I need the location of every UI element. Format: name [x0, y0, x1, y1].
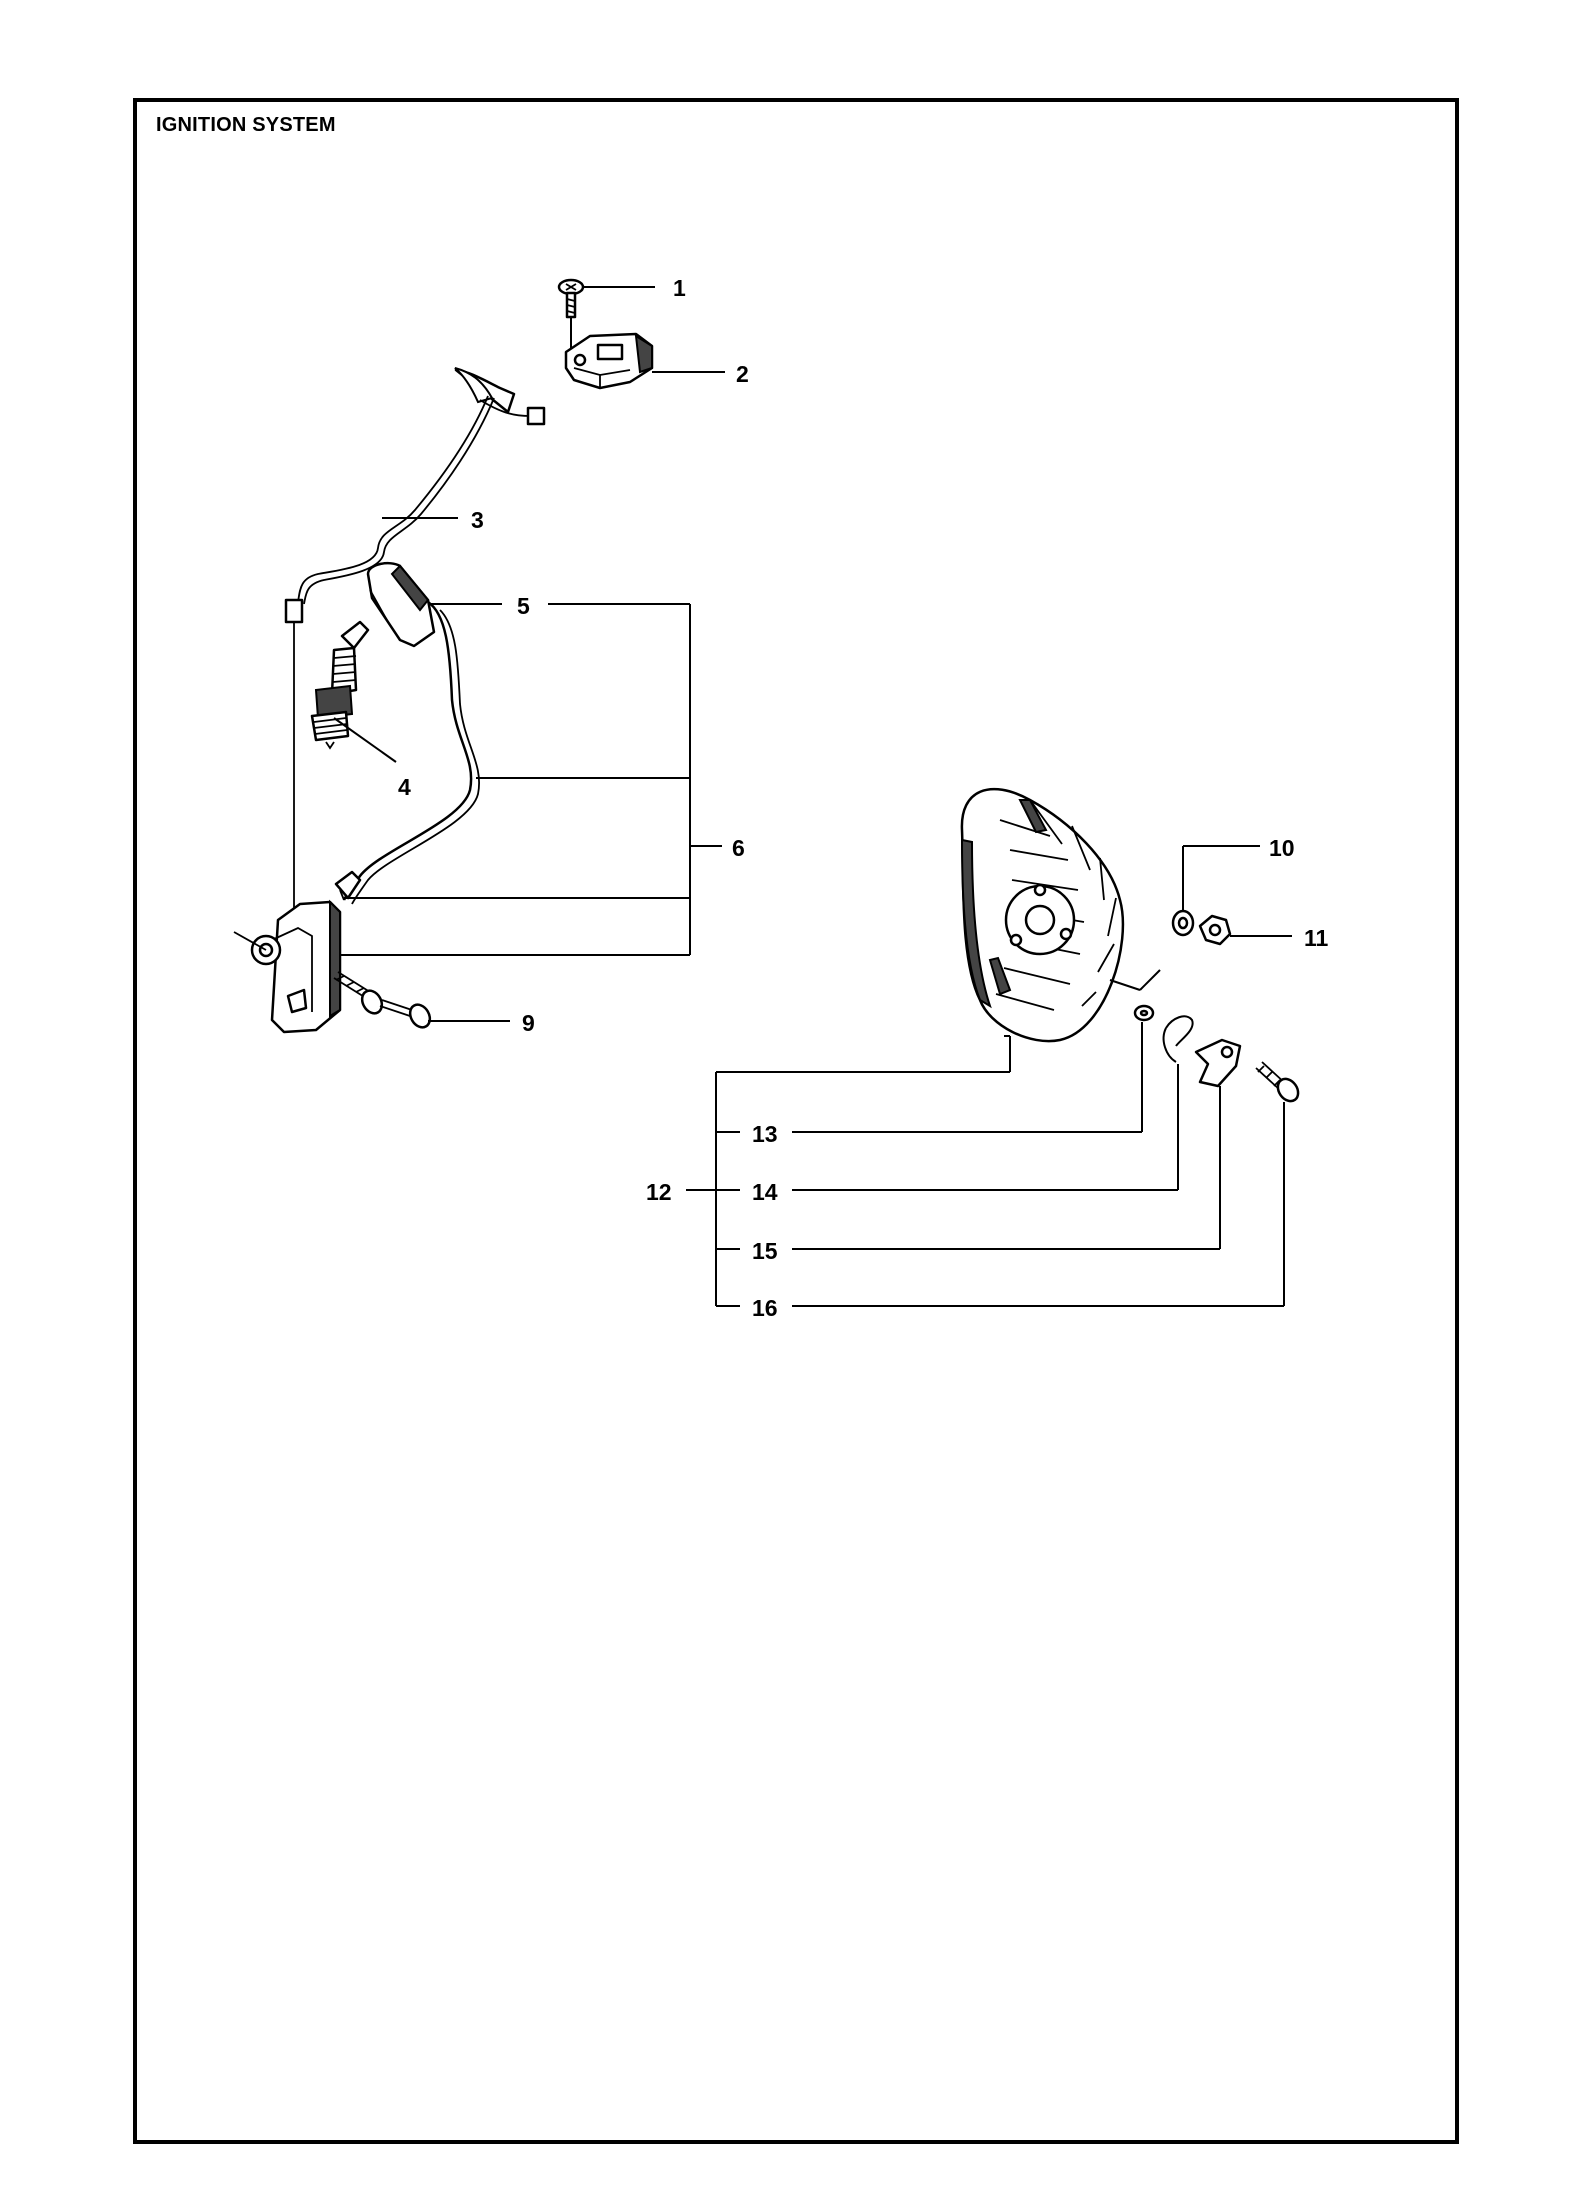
callout-6: 6: [732, 835, 745, 861]
callout-2: 2: [736, 361, 749, 387]
part-6-ignition-module: [233, 870, 362, 1034]
part-11-nut: [1198, 914, 1232, 946]
part-14-spring-clip: [1162, 1015, 1194, 1063]
callout-15: 15: [752, 1238, 778, 1264]
callout-3: 3: [471, 507, 484, 533]
part-15-pawl: [1194, 1038, 1242, 1088]
part-5-spark-plug-boot: [342, 562, 480, 905]
part-16-shoulder-screw: [1255, 1061, 1300, 1103]
callout-14: 14: [752, 1179, 778, 1205]
callout-labels: 1 2 3 4 5 6 9 10 11 12 13 14 15 16: [398, 275, 1329, 1321]
callout-13: 13: [752, 1121, 778, 1147]
part-2-switch-module: [564, 332, 654, 390]
page-title: IGNITION SYSTEM: [156, 114, 336, 136]
callout-11: 11: [1304, 925, 1329, 951]
callout-16: 16: [752, 1295, 778, 1321]
part-12-flywheel: [960, 787, 1125, 1043]
callout-5: 5: [517, 593, 530, 619]
callout-10: 10: [1269, 835, 1295, 861]
callout-1: 1: [673, 275, 686, 301]
part-13-washer: [1133, 1004, 1155, 1022]
callout-12: 12: [646, 1179, 672, 1205]
callout-9: 9: [522, 1010, 535, 1036]
leader-lines: [333, 286, 1292, 1307]
part-9-screws: [333, 971, 432, 1029]
part-1-screw: [557, 278, 585, 350]
part-4-spark-plug: [310, 620, 370, 750]
callout-4: 4: [398, 774, 411, 800]
part-10-washer: [1171, 909, 1195, 937]
page-frame: [133, 98, 1459, 2144]
